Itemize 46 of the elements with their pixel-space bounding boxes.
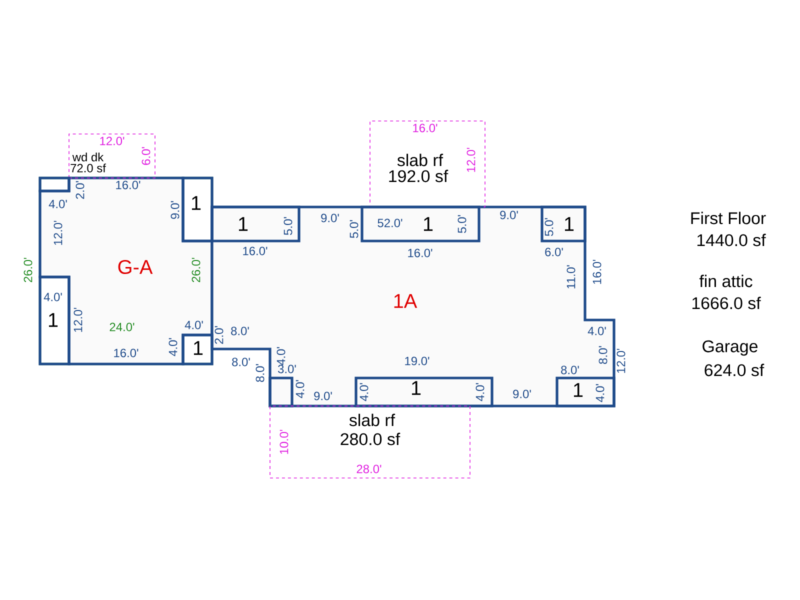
room-box: [268, 376, 294, 408]
dimension-label: 5.0': [458, 215, 466, 233]
area-label: First Floor: [691, 212, 766, 224]
dimension-label: 9.0': [513, 390, 531, 398]
room-box: 1: [182, 176, 214, 242]
dimension-label: 8.0': [598, 346, 608, 364]
dimension-label: 52.0': [378, 218, 402, 228]
dimension-label: 5.0': [284, 217, 292, 235]
dimension-label: 2.0': [214, 326, 224, 344]
room-box: [38, 176, 70, 192]
dimension-label: 26.0': [192, 258, 200, 282]
dimension-label: 9.0': [321, 214, 339, 222]
dimension-label: 28.0': [356, 464, 382, 474]
dimension-label: 19.0': [405, 356, 430, 366]
area-label: Garage: [702, 340, 758, 356]
dimension-label: 4.0': [296, 380, 304, 398]
dimension-label: 6.0': [142, 147, 150, 165]
area-label: 1440.0 sf: [697, 234, 766, 246]
dimension-label: 9.0': [314, 392, 332, 400]
dimension-label: 16.0': [114, 348, 138, 358]
dimension-label: 11.0': [566, 265, 576, 288]
dimension-label: 5.0': [544, 218, 554, 236]
dimension-label: 4.0': [48, 200, 67, 208]
dimension-label: 4.0': [276, 347, 286, 366]
dimension-label: 5.0': [350, 220, 358, 238]
dimension-label: 10.0': [280, 430, 288, 454]
area-label: fin attic: [699, 274, 752, 288]
area-label: 1666.0 sf: [692, 296, 761, 310]
dimension-label: 12.0': [54, 220, 62, 245]
dimension-label: 9.0': [500, 210, 518, 220]
dimension-label: 24.0': [110, 322, 134, 332]
dimension-label: 4.0': [360, 383, 368, 402]
dimension-label: 4.0': [596, 384, 604, 402]
dimension-label: 16.0': [592, 260, 602, 284]
dimension-label: 4.0': [44, 292, 62, 302]
area-label: 624.0 sf: [704, 364, 764, 376]
dimension-label: 8.0': [232, 358, 250, 366]
dimension-label: 12.0': [466, 148, 476, 172]
dimension-label: 16.0': [413, 124, 438, 132]
dimension-label: 12.0': [616, 348, 626, 373]
dimension-label: 8.0': [231, 326, 249, 336]
dimension-label: 2.0': [76, 181, 84, 199]
room-box: 1: [182, 334, 214, 366]
dimension-label: 12.0': [100, 136, 124, 146]
dimension-label: 3.0': [278, 364, 296, 374]
dimension-label: 4.0': [476, 383, 484, 402]
